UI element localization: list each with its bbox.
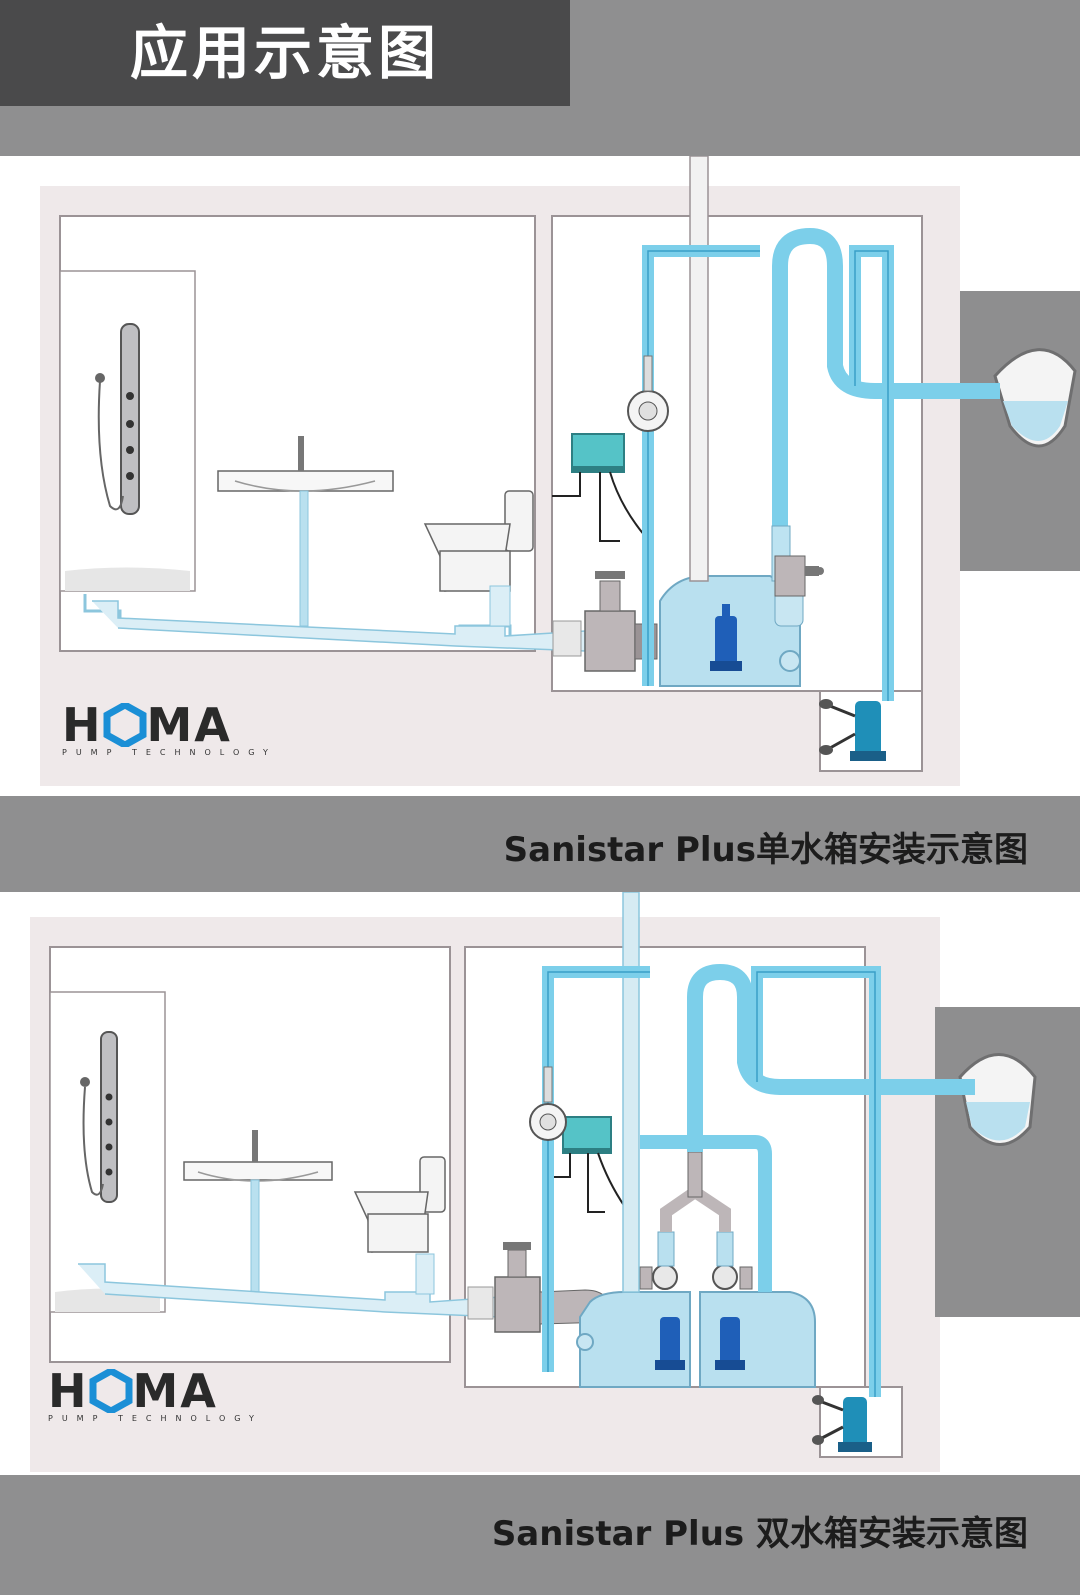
shower-panel-icon	[80, 1031, 118, 1203]
diagram-double-tank: H MA PUMP TECHNOLOGY	[0, 892, 1080, 1475]
single-tank-installation-drawing	[40, 156, 1080, 786]
discharge-valve-icon	[774, 555, 824, 597]
washbasin-icon	[217, 436, 394, 627]
title-block	[0, 0, 570, 106]
check-valve-icon	[529, 1066, 567, 1141]
diagram-caption: Sanistar Plus 双水箱安装示意图	[491, 1514, 1028, 1554]
washbasin-icon	[183, 1130, 333, 1301]
double-tank-installation-drawing	[30, 892, 1080, 1472]
logo-letters-right: MA	[132, 1364, 218, 1418]
logo-letters-right: MA	[146, 698, 232, 752]
toilet-icon	[423, 490, 534, 592]
discharge-pipe-main	[772, 227, 1000, 526]
bathtub-base	[65, 567, 190, 591]
discharge-pipe-main	[687, 963, 975, 1152]
logo-tagline: PUMP TECHNOLOGY	[62, 748, 277, 757]
homa-logo: H MA PUMP TECHNOLOGY	[48, 1364, 263, 1423]
toilet-icon	[353, 1156, 446, 1253]
sewer-water	[966, 1102, 1030, 1141]
tank-outlet-pipe	[640, 1135, 772, 1292]
sewer-water	[1003, 401, 1068, 441]
check-valve-icon	[627, 355, 669, 432]
logo-letters-left: H	[48, 1364, 89, 1418]
page-title: 应用示意图	[129, 19, 440, 87]
dual-check-valve-icon	[639, 1151, 753, 1290]
caption-band-2	[0, 1475, 1080, 1595]
caption-band-1	[0, 796, 1080, 892]
logo-tagline: PUMP TECHNOLOGY	[48, 1414, 263, 1423]
logo-letters-left: H	[62, 698, 103, 752]
submersible-pump-icon	[655, 1317, 745, 1370]
toilet-drain-pipe	[489, 585, 511, 627]
toilet-drain-pipe	[415, 1253, 435, 1295]
diagram-single-tank: H MA PUMP TECHNOLOGY	[0, 156, 1080, 796]
logo-hexagon-icon	[103, 703, 146, 747]
submersible-pump-icon	[710, 604, 742, 671]
control-box-icon	[552, 433, 646, 542]
submersible-pump-icon	[819, 699, 886, 761]
vent-pipe	[622, 892, 640, 1293]
shower-panel-icon	[95, 323, 140, 515]
control-box-icon	[550, 1116, 626, 1213]
logo-hexagon-icon	[89, 1369, 132, 1413]
diagram-caption: Sanistar Plus单水箱安装示意图	[503, 830, 1028, 870]
submersible-pump-icon	[812, 1395, 872, 1452]
vent-pipe	[689, 156, 709, 582]
sewer-chamber	[935, 1007, 1080, 1317]
homa-logo: H MA PUMP TECHNOLOGY	[62, 698, 277, 757]
